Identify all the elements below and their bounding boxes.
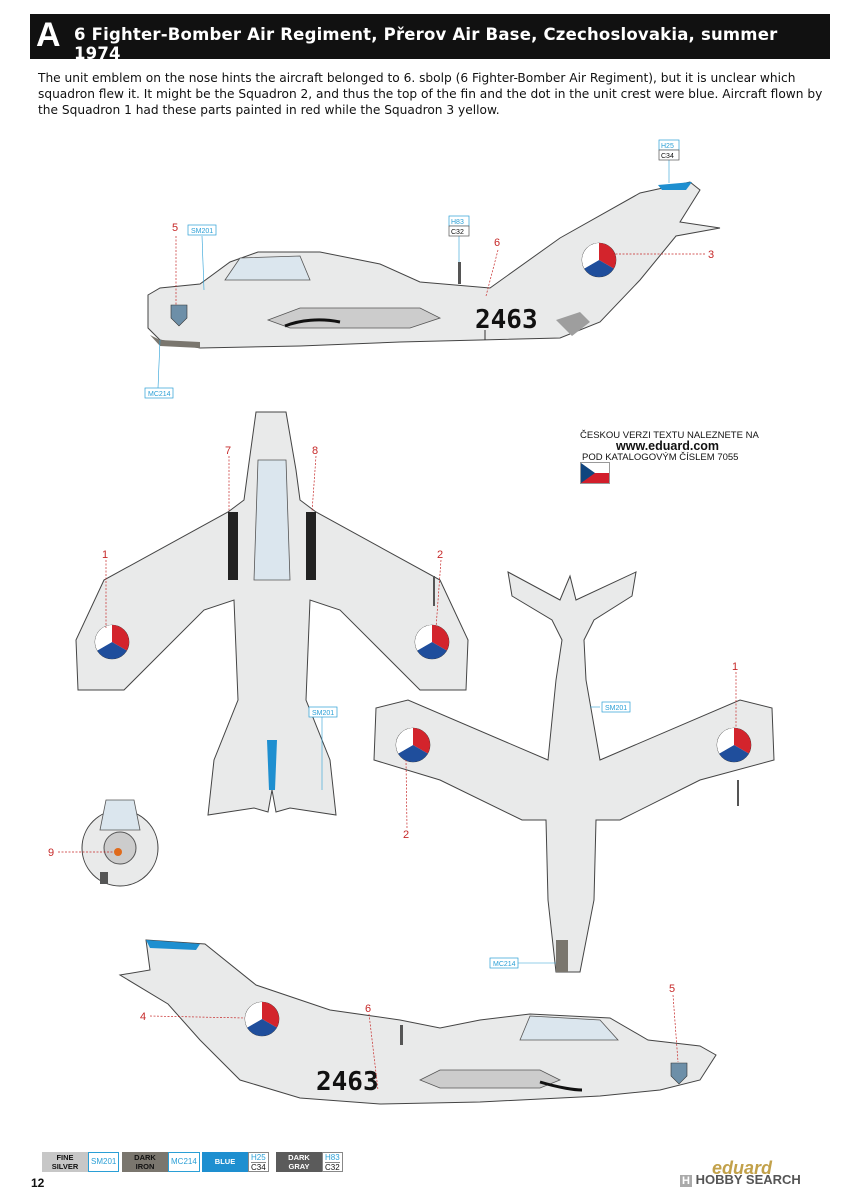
tag-h25-side: H25 <box>661 143 674 150</box>
top-canopy <box>253 459 291 581</box>
callout-7: 7 <box>225 445 231 457</box>
callout-9: 9 <box>48 847 54 859</box>
top-outline <box>75 411 469 816</box>
hobby-search-watermark: H HOBBY SEARCH <box>680 1172 801 1187</box>
marking-header: A 6 Fighter-Bomber Air Regiment, Přerov … <box>30 14 830 63</box>
intro-text: The unit emblem on the nose hints the ai… <box>38 71 823 117</box>
side-view-left: 2463 <box>147 181 721 349</box>
serial-number-right: 2463 <box>316 1067 379 1097</box>
callout-2-bottom: 2 <box>403 829 409 841</box>
unit-crest-icon <box>170 304 188 327</box>
fuselage-outline-right <box>118 939 717 1105</box>
front-view <box>81 799 159 887</box>
callout-3: 3 <box>708 249 714 261</box>
tag-sm201-top: SM201 <box>312 710 334 717</box>
tag-sm201-side: SM201 <box>191 228 213 235</box>
code-sm201: SM201 <box>88 1152 120 1172</box>
eduard-logo: eduard <box>712 1158 773 1178</box>
callout-1-bottom: 1 <box>732 661 738 673</box>
wing-root <box>266 307 442 329</box>
czech-flag-icon <box>580 462 610 484</box>
bottom-outline <box>373 571 775 973</box>
fin-tip-blue-right <box>146 940 200 950</box>
czech-note: ČESKOU VERZI TEXTU NALEZNETE NA www.edua… <box>580 430 759 484</box>
callout-8: 8 <box>312 445 318 457</box>
fuselage-outline <box>147 181 721 349</box>
swatch-blue: BLUE <box>202 1152 248 1172</box>
top-view <box>75 411 469 816</box>
callouts: 5 6 3 7 8 1 2 1 2 9 4 6 5 <box>48 222 738 1023</box>
serial-number: 2463 <box>475 305 538 335</box>
callout-1-top: 1 <box>102 549 108 561</box>
walkway-left <box>228 512 238 580</box>
tag-mc214-side: MC214 <box>148 391 171 398</box>
callout-6: 6 <box>494 237 500 249</box>
callout-6-right: 6 <box>365 1003 371 1015</box>
tag-h83-side: H83 <box>451 219 464 226</box>
code-mc214: MC214 <box>168 1152 200 1172</box>
tag-sm201-bottom: SM201 <box>605 705 627 712</box>
czech-note-line1: ČESKOU VERZI TEXTU NALEZNETE NA <box>580 430 759 441</box>
callout-5-right: 5 <box>669 983 675 995</box>
fin-tip-blue <box>658 182 692 190</box>
page-number: 12 <box>31 1176 45 1190</box>
marking-letter: A <box>36 16 61 54</box>
paint-tags: SM201 H83 C32 H25 C34 MC214 SM201 SM201 … <box>144 139 680 969</box>
canopy <box>224 255 311 281</box>
bottom-view <box>373 571 775 973</box>
callout-2-top: 2 <box>437 549 443 561</box>
marking-title: 6 Fighter-Bomber Air Regiment, Přerov Ai… <box>74 25 778 63</box>
tag-mc214-bottom: MC214 <box>493 961 516 968</box>
callout-4: 4 <box>140 1011 146 1023</box>
side-view-right: 2463 <box>118 939 717 1105</box>
walkway-right <box>306 512 316 580</box>
callout-5: 5 <box>172 222 178 234</box>
czech-note-url[interactable]: www.eduard.com <box>616 439 720 453</box>
nose-intake-dark <box>150 335 200 348</box>
tag-c32-side: C32 <box>451 229 464 236</box>
tag-c34-side: C34 <box>661 153 674 160</box>
czech-note-line2: POD KATALOGOVÝM ČÍSLEM 7055 <box>582 452 739 463</box>
